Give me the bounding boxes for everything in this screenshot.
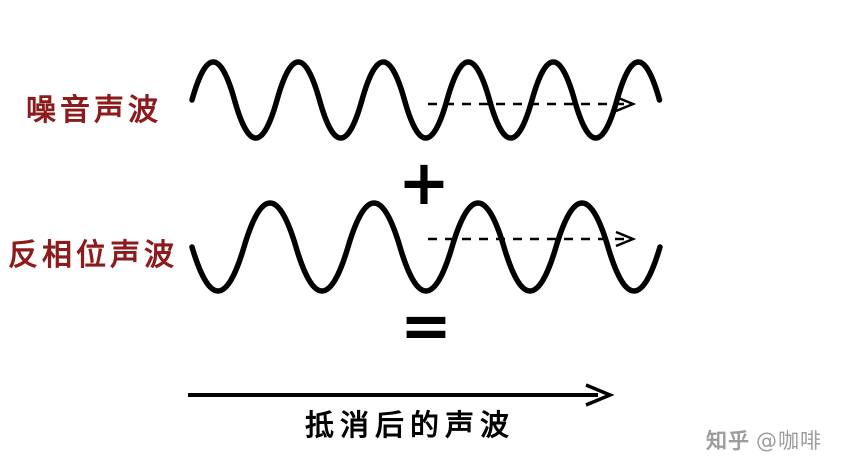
result-wave-label: 抵消后的声波 (305, 408, 516, 442)
watermark-author: @咖啡 (756, 429, 822, 453)
noise-wave-label: 噪音声波 (26, 93, 162, 128)
antiphase-wave (189, 200, 663, 294)
noise-wave-direction-arrow-icon (428, 95, 637, 113)
watermark: 知乎@咖啡 (706, 425, 822, 455)
plus-operator: + (398, 146, 450, 219)
result-wave-line (188, 383, 615, 407)
watermark-brand: 知乎 (706, 429, 750, 453)
noise-wave (189, 59, 663, 141)
antiphase-wave-direction-arrow-icon (428, 230, 637, 248)
antiphase-wave-label: 反相位声波 (8, 238, 178, 273)
equals-operator: = (400, 289, 452, 362)
